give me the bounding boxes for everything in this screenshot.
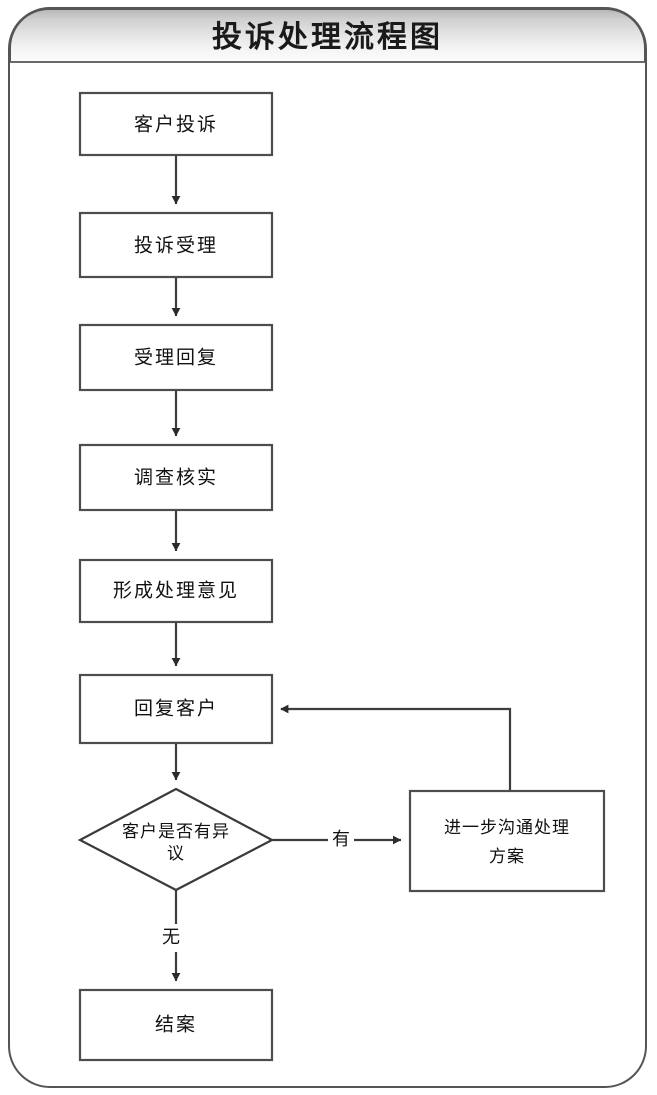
node-decision-customer-objection[interactable]: 客户是否有异 议 — [77, 787, 275, 892]
diagram-outer-frame — [8, 7, 647, 1088]
node-complaint[interactable]: 客户投诉 — [78, 91, 274, 157]
node-accept-reply[interactable]: 受理回复 — [78, 323, 274, 392]
edge-label-no-group: 无 — [158, 924, 184, 952]
edge-label-yes: 有 — [332, 829, 350, 850]
node-close-case[interactable]: 结案 — [78, 988, 274, 1062]
edge-label-yes-group: 有 — [328, 826, 354, 854]
page-title: 投诉处理流程图 — [212, 20, 443, 55]
node-further-label-line1: 进一步沟通处理 — [444, 818, 570, 838]
node-further-label-line2: 方案 — [489, 847, 525, 867]
node-close-case-label: 结案 — [155, 1014, 197, 1036]
node-reply-customer-label: 回复客户 — [134, 698, 218, 720]
diagram-title-bar: 投诉处理流程图 — [9, 8, 646, 63]
node-accept-reply-label: 受理回复 — [134, 347, 218, 369]
node-further-communication[interactable]: 进一步沟通处理 方案 — [408, 789, 606, 893]
node-investigate-label: 调查核实 — [134, 467, 218, 489]
node-form-opinion-label: 形成处理意见 — [113, 580, 239, 602]
node-accept[interactable]: 投诉受理 — [78, 211, 274, 279]
node-decision-label-line2: 议 — [167, 844, 185, 864]
node-investigate[interactable]: 调查核实 — [78, 443, 274, 512]
node-complaint-label: 客户投诉 — [134, 114, 218, 136]
node-reply-customer[interactable]: 回复客户 — [78, 673, 274, 745]
node-accept-label: 投诉受理 — [134, 235, 218, 257]
edge-label-no: 无 — [162, 927, 180, 948]
node-form-opinion[interactable]: 形成处理意见 — [78, 558, 274, 624]
edge-further-to-reply-customer-feedback — [280, 704, 512, 791]
node-decision-label-line1: 客户是否有异 — [122, 822, 230, 842]
